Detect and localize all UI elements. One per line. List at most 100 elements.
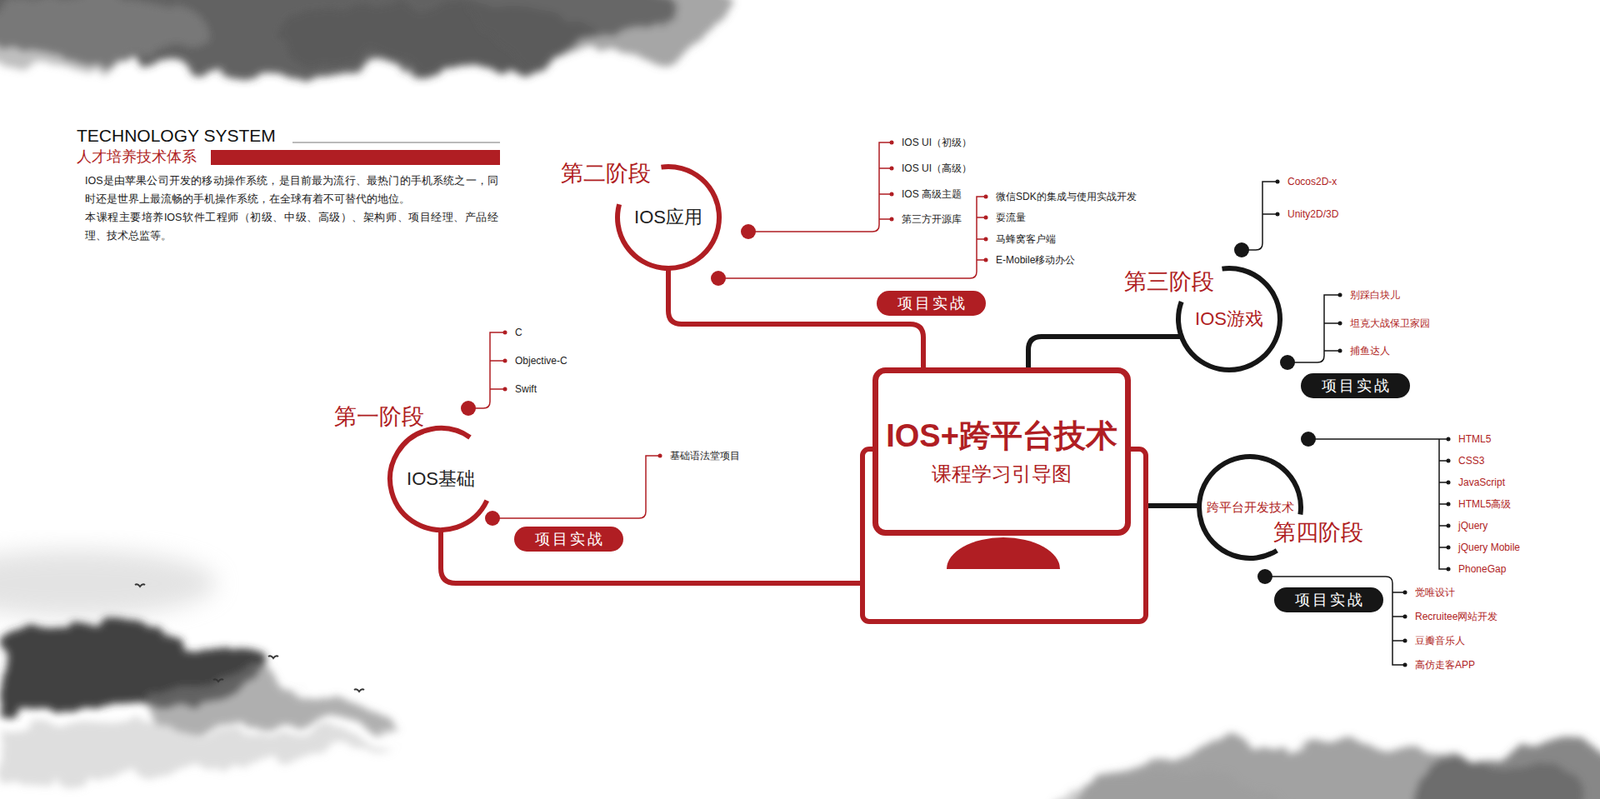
stage-heading: 第三阶段 — [1124, 268, 1215, 295]
project-pill: 项目实战 — [876, 290, 986, 316]
stage-circle: 第二阶段IOS应用 — [614, 163, 723, 272]
project-pill: 项目实战 — [1300, 373, 1410, 399]
leader-line — [1308, 439, 1447, 570]
item-dot — [1403, 615, 1408, 620]
course-item: Cocos2D-x — [1287, 175, 1337, 188]
screen-subtitle: 课程学习引导图 — [931, 461, 1072, 487]
project-item: 别踩白块儿 — [1350, 289, 1400, 301]
mountain — [150, 680, 392, 734]
stage-name: 跨平台开发技术 — [1206, 500, 1295, 515]
monitor-outline — [860, 367, 1149, 625]
monitor-node: IOS+跨平台技术课程学习引导图 — [860, 367, 1149, 625]
pill-label: 项目实战 — [1292, 587, 1365, 613]
item-dot — [1275, 212, 1280, 217]
item-dot — [1403, 590, 1408, 595]
course-item: IOS UI（初级） — [901, 136, 972, 149]
course-item: IOS UI（高级） — [901, 162, 972, 175]
ink-wash-bottom-right — [1058, 743, 1600, 799]
item-dot — [1338, 293, 1343, 298]
pill-label: 项目实战 — [532, 526, 605, 552]
ink-blot — [1416, 743, 1600, 799]
leader-line — [1241, 181, 1276, 250]
ink-blot — [266, 5, 600, 70]
project-pill: 项目实战 — [1274, 587, 1384, 613]
item-dot — [1446, 567, 1451, 572]
item-dot — [1275, 180, 1280, 185]
leader-line — [468, 332, 504, 409]
section-subtitle: 人才培养技术体系 — [76, 148, 197, 167]
leader-line — [748, 142, 890, 232]
ink-cloud-top — [0, 0, 734, 75]
project-item: 高仿走客APP — [1415, 659, 1475, 671]
bird — [213, 679, 224, 682]
course-item: IOS 高级主题 — [901, 188, 962, 200]
course-item: HTML5高级 — [1458, 498, 1511, 510]
course-item: jQuery — [1458, 520, 1488, 532]
item-dot — [1446, 545, 1451, 550]
item-dot — [1446, 459, 1451, 464]
project-item: 觉唯设计 — [1415, 586, 1455, 599]
monitor-text-area: IOS+跨平台技术课程学习引导图 — [878, 374, 1125, 530]
item-dot — [984, 195, 989, 200]
course-item: PhoneGap — [1458, 563, 1506, 575]
item-dot — [984, 215, 989, 220]
project-item: 耍流量 — [995, 211, 1026, 224]
item-dot — [984, 258, 989, 263]
connector — [440, 530, 860, 584]
item-dot — [890, 192, 895, 197]
bird — [268, 655, 279, 659]
item-dot — [1338, 349, 1343, 354]
project-item: 马蜂窝客户端 — [995, 233, 1056, 245]
branch-dot — [485, 510, 500, 526]
course-item: HTML5 — [1458, 433, 1491, 445]
item-dot — [890, 166, 895, 171]
page-title: TECHNOLOGY SYSTEM — [76, 125, 276, 146]
course-item: jQuery Mobile — [1458, 541, 1520, 554]
bird — [354, 689, 365, 692]
leader-line — [492, 455, 659, 519]
branch-dot — [1257, 569, 1273, 585]
course-item: CSS3 — [1458, 455, 1485, 467]
ink-mist — [0, 550, 217, 617]
ink-blot — [0, 0, 209, 67]
red-bar — [210, 150, 500, 165]
stage-circle: 第四阶段跨平台开发技术 — [1195, 453, 1305, 562]
intro-paragraph: IOS是由苹果公司开发的移动操作系统，是目前最为流行、最热门的手机系统之一，同时… — [85, 171, 499, 209]
stage-name: IOS游戏 — [1195, 308, 1264, 330]
connector — [1028, 336, 1182, 368]
project-item: 基础语法堂项目 — [670, 450, 740, 462]
stage-heading: 第四阶段 — [1273, 519, 1364, 546]
project-item: 捕鱼达人 — [1350, 345, 1390, 357]
stage-ring-arc — [390, 428, 487, 530]
project-item: Recruitee网站开发 — [1415, 610, 1498, 623]
stage-name: IOS应用 — [634, 206, 703, 229]
pill-label: 项目实战 — [895, 290, 968, 316]
course-item: Unity2D/3D — [1287, 208, 1339, 220]
screen-title: IOS+跨平台技术 — [885, 416, 1118, 457]
project-item: 坦克大战保卫家园 — [1350, 317, 1430, 330]
birds — [135, 584, 365, 692]
intro-paragraph: 本课程主要培养IOS软件工程师（初级、中级、高级）、架构师、项目经理、产品经理、… — [85, 208, 499, 245]
project-item: E-Mobile移动办公 — [995, 254, 1075, 266]
stage-heading: 第一阶段 — [334, 403, 425, 430]
leader-line — [718, 196, 985, 279]
course-item: 第三方开源库 — [901, 213, 962, 225]
item-dot — [890, 140, 895, 145]
item-dot — [1446, 502, 1451, 507]
stage-circle: 第三阶段IOS游戏 — [1175, 265, 1284, 374]
item-dot — [1446, 524, 1451, 529]
branch-dot — [710, 270, 726, 286]
rule-line — [292, 142, 500, 144]
item-dot — [984, 237, 989, 242]
item-dot — [1338, 321, 1343, 326]
ink-blot — [1058, 775, 1309, 799]
item-dot — [890, 217, 895, 222]
leader-line — [1287, 295, 1339, 363]
connector — [1148, 503, 1200, 509]
item-dot — [503, 330, 508, 335]
stage-heading: 第二阶段 — [560, 160, 651, 187]
course-item: Swift — [515, 383, 537, 395]
monitor-stand — [946, 537, 1060, 570]
